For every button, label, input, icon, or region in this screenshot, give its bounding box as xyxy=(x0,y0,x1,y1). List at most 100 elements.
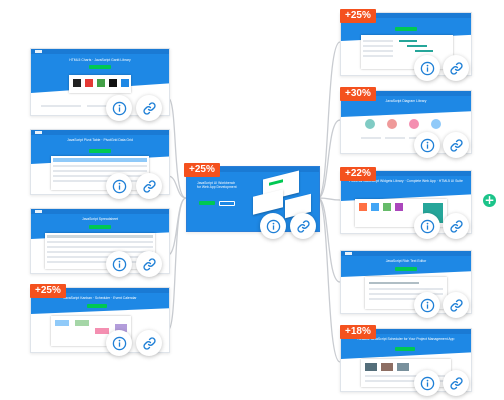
card-row xyxy=(47,246,153,248)
link-button[interactable] xyxy=(443,132,469,158)
link-icon xyxy=(449,138,463,152)
card-nav xyxy=(341,91,471,96)
card-row xyxy=(47,251,153,253)
card-title-line-1: JavaScript UI Workbench xyxy=(197,181,236,185)
card-row xyxy=(363,55,393,57)
template-card-center[interactable]: JavaScript UI Workbench for Web App Deve… xyxy=(186,166,320,232)
card-preview-item xyxy=(97,79,105,87)
card-row xyxy=(361,137,381,139)
link-button[interactable] xyxy=(136,173,162,199)
info-icon xyxy=(112,101,126,115)
card-preview-item xyxy=(73,79,81,87)
card-logo xyxy=(345,252,352,255)
card-cta xyxy=(89,65,111,69)
card-title: HTML5 Charts · JavaScript Gantt Library xyxy=(69,58,131,62)
card-logo xyxy=(35,210,42,213)
gantt-bar xyxy=(399,40,417,42)
link-icon xyxy=(449,298,463,312)
link-button[interactable] xyxy=(443,213,469,239)
card-row xyxy=(369,293,443,295)
info-button[interactable] xyxy=(106,95,132,121)
info-icon xyxy=(420,61,434,75)
info-icon xyxy=(112,336,126,350)
info-button[interactable] xyxy=(414,132,440,158)
card-logo xyxy=(35,131,42,134)
card-row xyxy=(365,375,445,377)
card-nav xyxy=(31,209,169,214)
card-cta xyxy=(395,27,417,31)
growth-badge: +25% xyxy=(184,163,220,177)
card-title-line-2: for Web App Development xyxy=(197,185,237,189)
card-cta xyxy=(89,149,111,153)
card-cta xyxy=(395,347,415,351)
widget-avatar xyxy=(359,203,367,211)
link-icon xyxy=(449,376,463,390)
link-button[interactable] xyxy=(443,55,469,81)
card-title: Reliable JavaScript Scheduler for Your P… xyxy=(357,337,455,341)
scheduler-thumb xyxy=(365,363,377,371)
info-icon xyxy=(420,298,434,312)
info-icon xyxy=(112,257,126,271)
card-row xyxy=(47,256,153,258)
info-icon xyxy=(420,138,434,152)
growth-badge: +25% xyxy=(30,284,66,298)
link-icon xyxy=(142,101,156,115)
info-button[interactable] xyxy=(414,55,440,81)
link-icon xyxy=(142,257,156,271)
card-row xyxy=(41,105,81,107)
kanban-card xyxy=(95,328,109,334)
info-icon xyxy=(420,219,434,233)
gantt-bar xyxy=(415,50,433,52)
card-nav xyxy=(341,13,471,18)
card-cta xyxy=(199,201,215,205)
card-nav xyxy=(31,288,169,293)
link-button[interactable] xyxy=(136,95,162,121)
card-row xyxy=(53,175,147,177)
info-button[interactable] xyxy=(106,251,132,277)
card-row xyxy=(365,380,445,382)
card-nav xyxy=(187,167,319,172)
card-nav xyxy=(341,329,471,334)
card-row xyxy=(385,137,405,139)
card-row xyxy=(369,288,443,290)
growth-badge: +25% xyxy=(340,9,376,23)
template-card-spreadsheet[interactable]: JavaScript Spreadsheet xyxy=(30,208,170,274)
card-row xyxy=(363,50,393,52)
scheduler-thumb xyxy=(381,363,393,371)
card-title: JavaScript Rich Text Editor xyxy=(385,259,427,263)
kanban-card xyxy=(115,324,127,332)
card-row xyxy=(363,40,393,42)
info-button[interactable] xyxy=(106,330,132,356)
template-card-pivot[interactable]: JavaScript Pivot Table · PivotGrid Data … xyxy=(30,129,170,195)
info-button[interactable] xyxy=(260,213,286,239)
info-button[interactable] xyxy=(414,370,440,396)
card-nav xyxy=(341,171,471,176)
card-cta xyxy=(89,225,111,229)
link-button[interactable] xyxy=(443,292,469,318)
card-logo xyxy=(35,50,42,53)
widget-avatar xyxy=(371,203,379,211)
diagram-node xyxy=(365,119,375,129)
kanban-card xyxy=(75,320,89,326)
card-row xyxy=(53,170,147,172)
card-preview-item xyxy=(85,79,93,87)
card-preview-header xyxy=(53,158,147,162)
link-button[interactable] xyxy=(136,330,162,356)
kanban-card xyxy=(55,320,69,326)
info-button[interactable] xyxy=(414,213,440,239)
link-button[interactable] xyxy=(290,213,316,239)
card-nav xyxy=(341,251,471,256)
card-row xyxy=(87,105,117,107)
card-title: JavaScript Diagram Library xyxy=(385,99,427,103)
plus-icon[interactable]: + xyxy=(483,193,496,207)
card-row xyxy=(53,165,147,167)
info-button[interactable] xyxy=(414,292,440,318)
card-row xyxy=(363,45,393,47)
link-button[interactable] xyxy=(443,370,469,396)
diagram-node xyxy=(409,119,419,129)
growth-badge: +30% xyxy=(340,87,376,101)
scheduler-thumb xyxy=(397,363,409,371)
link-button[interactable] xyxy=(136,251,162,277)
info-button[interactable] xyxy=(106,173,132,199)
